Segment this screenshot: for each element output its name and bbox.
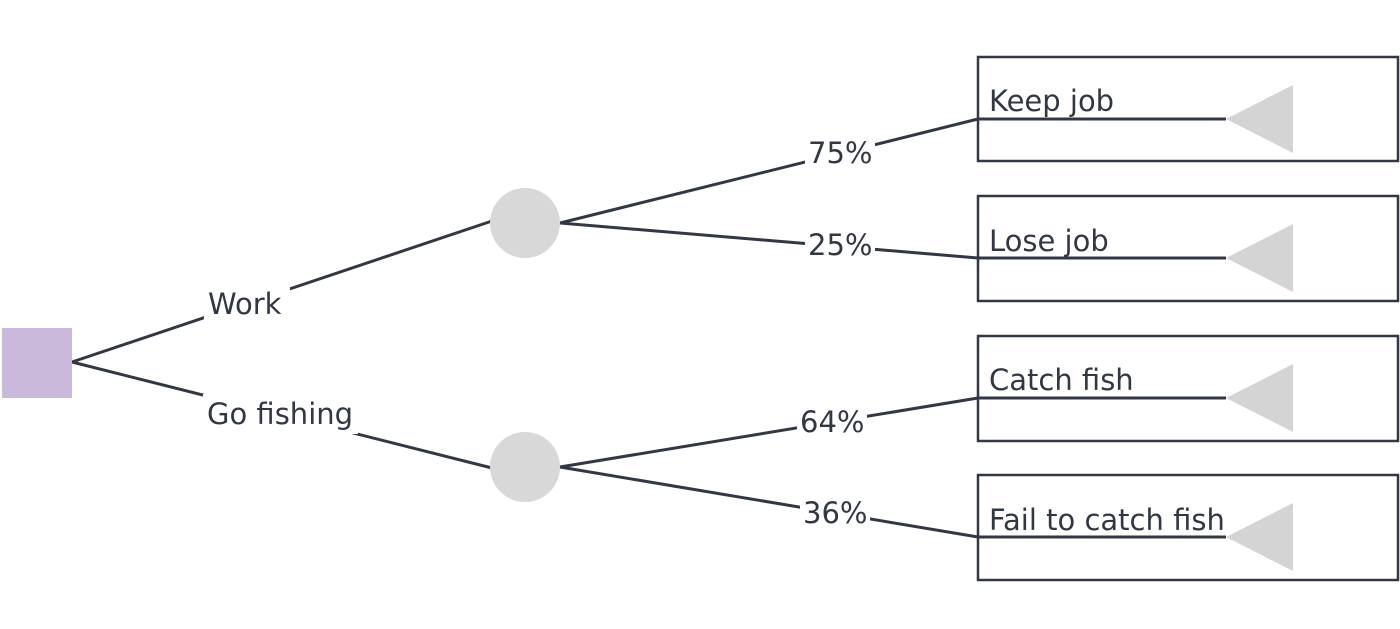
outcome-box-catch-fish[interactable]: Catch fish bbox=[976, 334, 1400, 443]
outcome-box-keep-job[interactable]: Keep job bbox=[976, 55, 1400, 163]
outcome-label-keep-job: Keep job bbox=[989, 84, 1114, 118]
edge-keep-job bbox=[559, 117, 979, 225]
outcome-label-catch-fish: Catch fish bbox=[989, 363, 1134, 397]
chance-node-work[interactable] bbox=[490, 188, 560, 258]
decision-node[interactable] bbox=[2, 328, 72, 398]
probability-label-catch-fish: 64% bbox=[800, 405, 864, 439]
chance-node-go-fishing[interactable] bbox=[490, 432, 560, 502]
option-label-work: Work bbox=[208, 287, 282, 321]
outcome-label-lose-job: Lose job bbox=[989, 224, 1109, 258]
outcome-box-fail-catch-fish[interactable]: Fail to catch fish bbox=[976, 473, 1400, 582]
probability-label-fail-catch-fish: 36% bbox=[803, 496, 867, 530]
triangle-icon bbox=[1226, 503, 1293, 571]
probability-label-keep-job: 75% bbox=[808, 136, 872, 170]
triangle-icon bbox=[1226, 364, 1293, 432]
triangle-icon bbox=[1226, 85, 1293, 153]
probability-label-lose-job: 25% bbox=[808, 228, 872, 262]
outcome-label-fail-catch-fish: Fail to catch fish bbox=[989, 503, 1225, 537]
edge-fail-catch-fish bbox=[559, 465, 979, 539]
triangle-icon bbox=[1226, 224, 1293, 292]
outcome-box-lose-job[interactable]: Lose job bbox=[976, 194, 1400, 303]
edge-lose-job bbox=[559, 221, 979, 260]
edge-catch-fish bbox=[559, 396, 979, 469]
option-label-go-fishing: Go fishing bbox=[207, 397, 353, 431]
